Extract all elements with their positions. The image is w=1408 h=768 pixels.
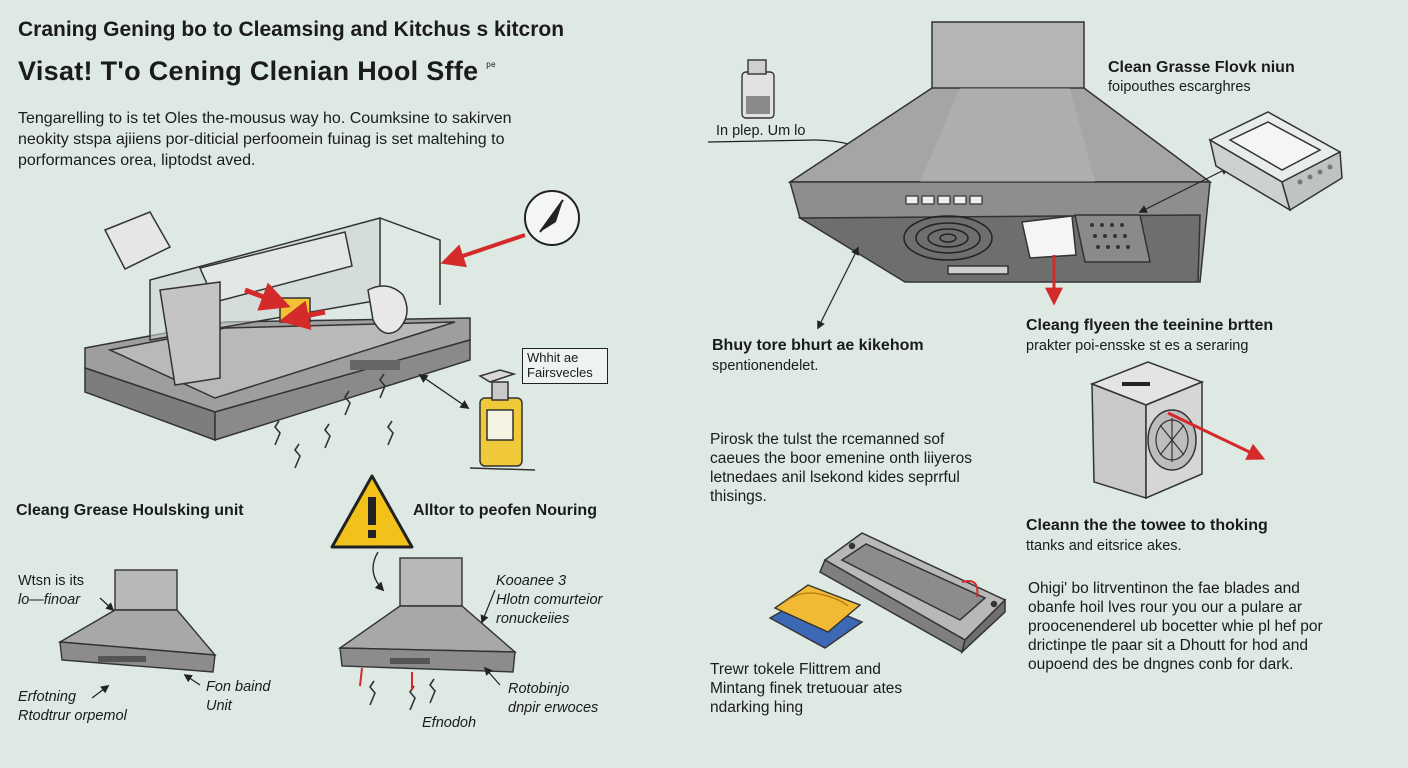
spray-bottle-icon bbox=[469, 365, 536, 471]
blades-subtitle: prakter poi-ensske st es a seraring bbox=[1026, 338, 1249, 354]
airflow-arrows bbox=[274, 373, 394, 469]
grease-filter-subtitle: foipouthes escarghres bbox=[1108, 79, 1251, 95]
spray-callout: Whhit ae Fairsvecles bbox=[522, 348, 608, 384]
filter-caption: Trewr tokele Flittrem and Mintang finek … bbox=[710, 661, 903, 716]
housing-heading: Cleang Grease Houlsking unit bbox=[16, 502, 244, 519]
grease-filter-illustration bbox=[1208, 111, 1343, 212]
kitchen-subtitle: spentionendelet. bbox=[712, 358, 819, 374]
blades-heading: Cleang flyeen the teeinine brtten bbox=[1026, 317, 1274, 334]
grease-filter-heading: Clean Grasse Flovk niun bbox=[1108, 59, 1295, 76]
mini-hood1-top-label: Wtsn is its lo—finoar bbox=[18, 573, 85, 608]
fan-subtitle: ttanks and eitsrice akes. bbox=[1026, 538, 1182, 554]
fan-unit-icon bbox=[1089, 361, 1205, 500]
mini-hood1-bottom-right-label: Fon baind Unit bbox=[206, 679, 271, 714]
mini-hood2-bottom-right-label: Rotobinjo dnpir erwoces bbox=[508, 681, 599, 716]
range-hood-illustration bbox=[787, 21, 1213, 283]
page-title-line2: Visat! T'o Cening Clenian Hool Sffe ᵖᵉ bbox=[18, 56, 496, 86]
warning-heading: Alltor to peofen Nouring bbox=[413, 502, 597, 519]
bottle-label: In plep. Um lo bbox=[716, 123, 806, 139]
mini-hood-illustration-2 bbox=[337, 557, 517, 673]
mini-hood-illustration-1 bbox=[57, 569, 217, 673]
mini-hood2-bottom-label: Efnodoh bbox=[422, 715, 477, 731]
degreaser-bottle-illustration bbox=[741, 59, 775, 119]
fan-heading: Cleann the the towee to thoking bbox=[1026, 517, 1268, 534]
kitchen-heading: Bhuy tore bhurt ae kikehom bbox=[712, 337, 924, 354]
notes-paragraph: Ohigi' bo litrventinon the fae blades an… bbox=[1028, 580, 1323, 673]
filter-tray-illustration bbox=[819, 532, 1007, 655]
sponge-illustration bbox=[768, 584, 864, 649]
warning-triangle-icon bbox=[330, 474, 414, 549]
north-arrow-icon bbox=[524, 190, 580, 246]
page-title-line1: Craning Gening bo to Cleamsing and Kitch… bbox=[18, 18, 565, 41]
housing-unit-illustration bbox=[84, 211, 471, 442]
intro-paragraph: Tengarelling to is tet Oles the-mousus w… bbox=[18, 110, 512, 169]
removal-instructions: Pirosk the tulst the rcemanned sof caeue… bbox=[710, 431, 972, 505]
mini-hood1-bottom-left-label: Erfotning Rtodtrur orpemol bbox=[18, 689, 127, 724]
mini-hood2-top-right-label: Kooanee 3 Hlotn comurteior ronuckeiies bbox=[496, 573, 603, 627]
